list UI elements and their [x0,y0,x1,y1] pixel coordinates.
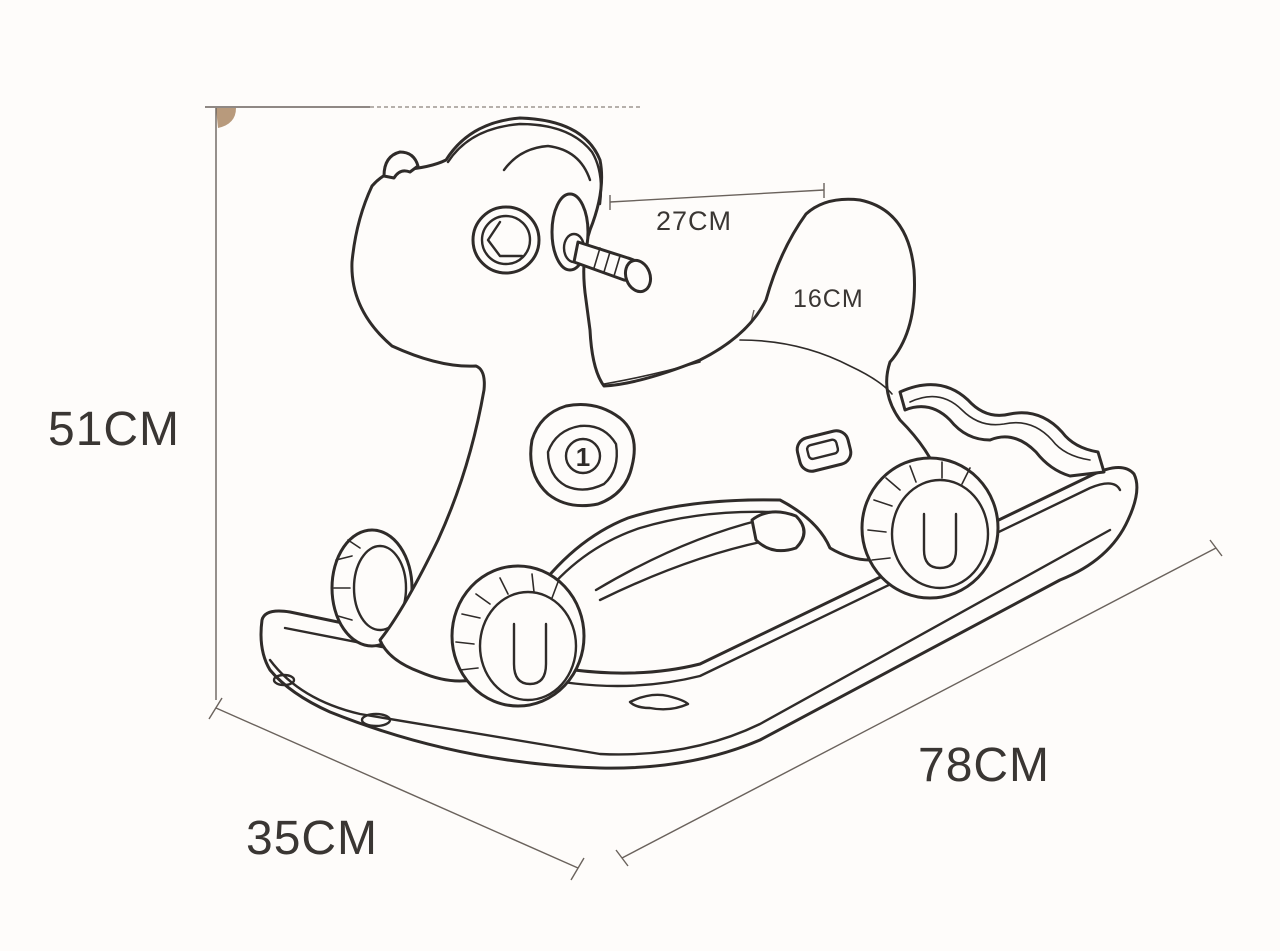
base-logo-mark [628,693,690,711]
under-frame [594,510,806,602]
number-badge-circle [564,437,602,475]
corner-accent [216,108,236,128]
number-badge-inner [546,424,618,491]
wheel-back-left [330,528,414,648]
seat-dimension-line [609,189,825,203]
top-knob [382,150,420,180]
wheel-front-left [450,564,586,708]
length-dimension-line [621,547,1217,859]
under-hub [750,510,806,553]
horse-mane [446,122,603,206]
number-badge: 1 [529,403,636,508]
wheel-back-left-rim [352,544,408,632]
handle-end-cap [623,258,653,294]
rocker-back-wave-inner [909,395,1091,461]
backrest-label: 16CM [793,285,864,313]
side-plate [795,429,853,473]
wheel-front-right-tire [860,456,1000,600]
height-label: 51CM [48,403,181,456]
handle-grip-ridges [593,247,621,277]
depth-tick-right [570,857,585,881]
backrest-inner-line [739,339,893,395]
side-plate-inner [805,438,840,461]
eye-badge [471,205,541,275]
depth-dimension-line [215,707,579,869]
wheel-front-right-treads [867,461,971,561]
length-label: 78CM [918,739,1051,792]
wheel-front-right-u [922,512,958,570]
number-badge-text: 1 [576,442,590,472]
horse-ear [502,144,592,182]
rocker-back-wave [898,383,1106,478]
wheel-front-right [860,456,1000,600]
wheel-front-left-treads [455,573,559,671]
eye-badge-chevron [486,220,524,258]
side-plate-outer [795,429,853,473]
seat-width-label: 27CM [656,206,733,236]
wheel-back-left-treads [333,539,361,621]
seat-line [603,361,701,385]
depth-label: 35CM [246,812,379,865]
wheel-front-right-rim [890,478,990,590]
wheel-front-left-u [512,622,548,686]
rocker-foot-rear [272,673,296,687]
depth-tick-left [208,697,223,720]
length-tick-left [615,849,629,867]
eye-badge-inner [480,214,532,266]
length-tick-right [1209,539,1223,557]
wheel-front-left-rim [478,590,578,702]
belly-curve [538,510,772,602]
handle [550,192,653,294]
top-knob-shape [382,150,420,180]
rocker-bottom-edge [268,528,1112,756]
under-bar-2 [598,538,772,602]
under-bar-1 [594,518,762,592]
rocker-foot-left [360,712,392,728]
wheel-front-left-tire [450,564,586,708]
